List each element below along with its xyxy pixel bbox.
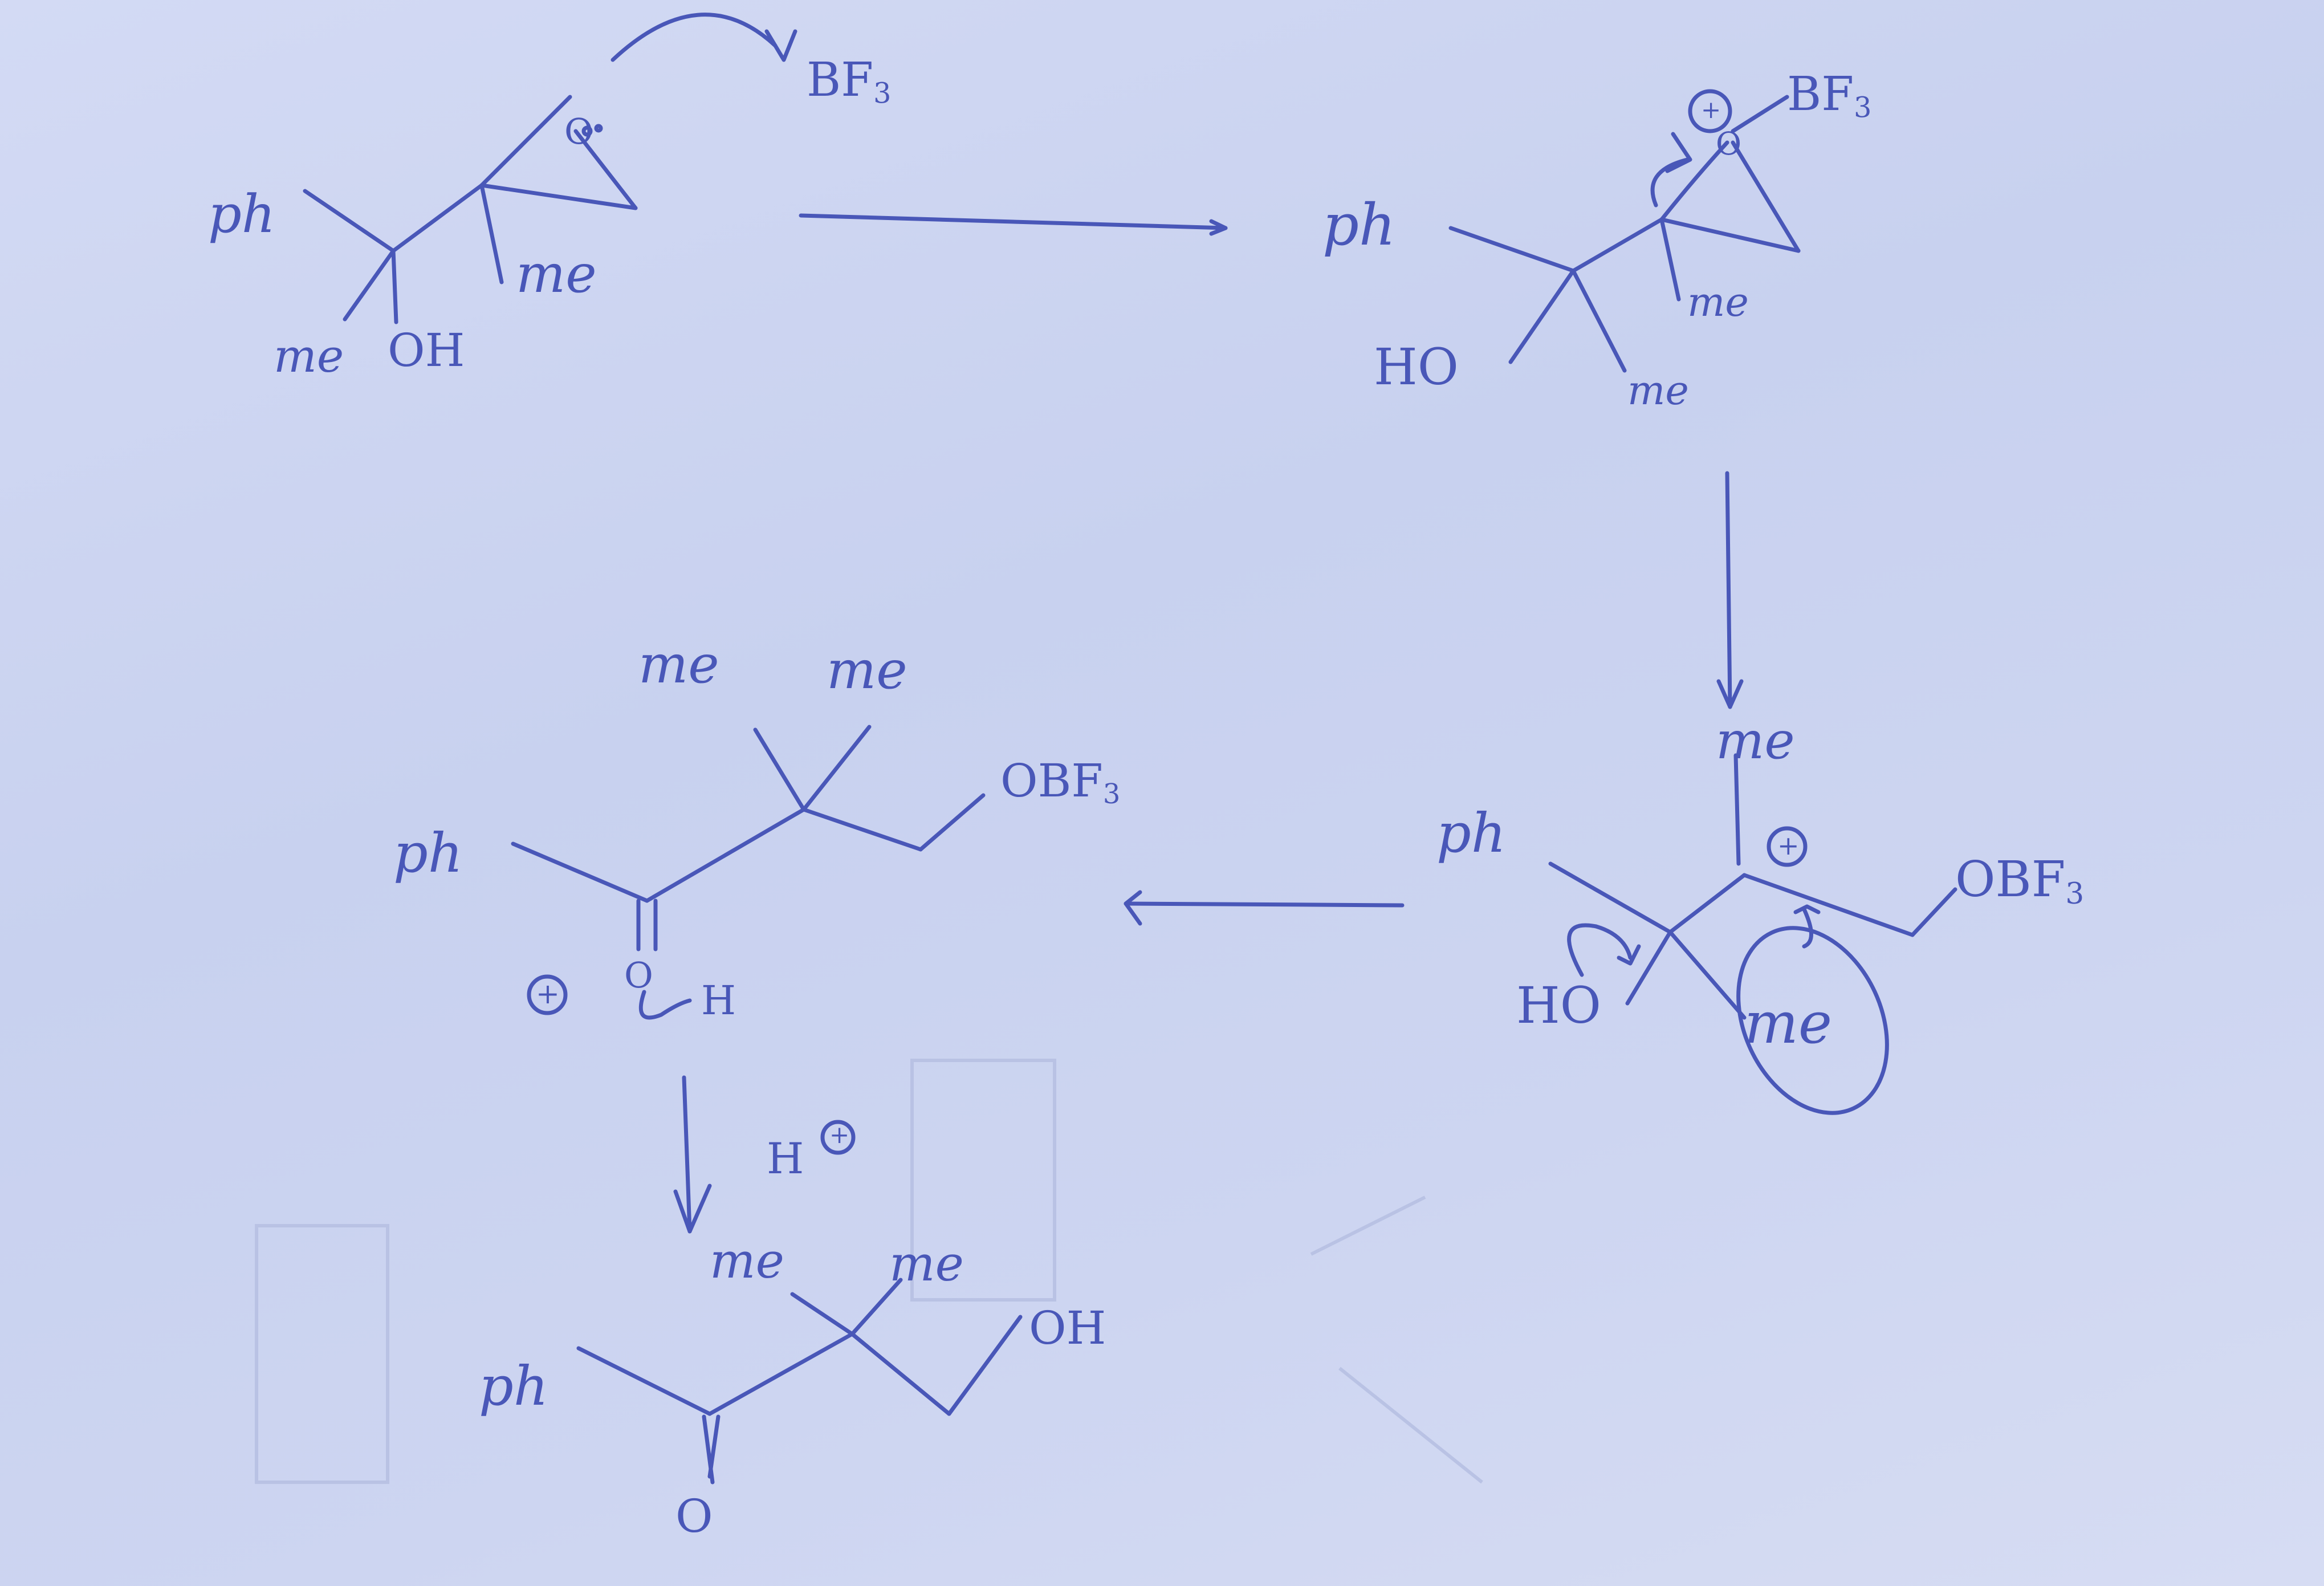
s2-oxonium-o: O — [1716, 125, 1742, 162]
s3-obf3-label: OBF3 — [1955, 851, 2085, 911]
arrow-step4-to-step5 — [673, 1075, 856, 1234]
s1-bf3-reagent: BF3 — [807, 53, 892, 110]
s3-plus-charge: + — [1777, 830, 1800, 861]
epoxide-c-o-bond — [479, 95, 572, 188]
s5-me-label: me — [710, 1233, 784, 1290]
s2-me-label: me — [1687, 279, 1749, 326]
proton-arrow — [638, 990, 692, 1020]
s1-epoxide-o: O — [564, 111, 593, 152]
s4-me-label-2: me — [827, 640, 907, 701]
step4-structure — [511, 725, 986, 1020]
s3-me-top-label: me — [1716, 711, 1795, 771]
s2-ph-label: ph — [1322, 192, 1396, 258]
s3-migrating-me-label: me — [1744, 990, 1833, 1056]
s5-carbonyl-o: O — [675, 1490, 713, 1543]
arrow4-plus-label: + — [829, 1121, 850, 1149]
step2-structure — [1448, 89, 1801, 373]
step1-structure — [303, 13, 797, 324]
lone-pair-arrow — [1567, 923, 1633, 977]
oxonium-charge-circle — [527, 974, 568, 1015]
s2-bf3-label: BF3 — [1787, 67, 1872, 124]
s4-obf3-label: OBF3 — [1000, 754, 1121, 810]
s1-oh-label: OH — [388, 324, 465, 377]
arrowhead — [764, 29, 797, 62]
s5-ph-label: ph — [479, 1355, 548, 1418]
curved-arrow-bond-break — [1650, 157, 1690, 208]
arrow-step1-to-step2 — [799, 213, 1228, 236]
paper-show-through — [255, 1059, 1483, 1484]
s4-plus-charge: + — [536, 977, 560, 1010]
s1-me-label: me — [516, 243, 597, 304]
s3-ho-label: HO — [1516, 976, 1601, 1035]
s4-me-label: me — [638, 634, 719, 695]
arrow-step3-to-step4 — [1124, 890, 1405, 926]
s4-ph-label: ph — [393, 822, 463, 885]
s2-me-label-2: me — [1627, 367, 1689, 414]
s5-me-label-2: me — [889, 1236, 964, 1292]
s1-ph-label: ph — [208, 184, 276, 245]
step5-structure — [576, 1278, 1023, 1485]
step3-structure — [1548, 753, 1957, 1115]
s5-oh-label: OH — [1029, 1302, 1106, 1355]
s1-me-label-2: me — [274, 330, 344, 383]
curved-arrow-to-bf3 — [610, 13, 778, 62]
carbocation-charge-circle — [1767, 826, 1808, 867]
s2-ho-label: HO — [1374, 337, 1459, 396]
positive-charge-circle — [1688, 89, 1732, 133]
s4-h-label: H — [701, 977, 736, 1024]
methyl-shift-arrow — [1802, 907, 1813, 949]
s4-carbonyl-o: O — [624, 954, 653, 996]
migrating-methyl-circle — [1736, 926, 1889, 1115]
s2-plus-charge: + — [1701, 96, 1721, 124]
arrow4-h-label: H — [767, 1133, 804, 1184]
h-plus-charge-circle — [820, 1120, 856, 1155]
s3-ph-label: ph — [1436, 802, 1506, 865]
arrow-step2-to-step3 — [1716, 471, 1744, 709]
